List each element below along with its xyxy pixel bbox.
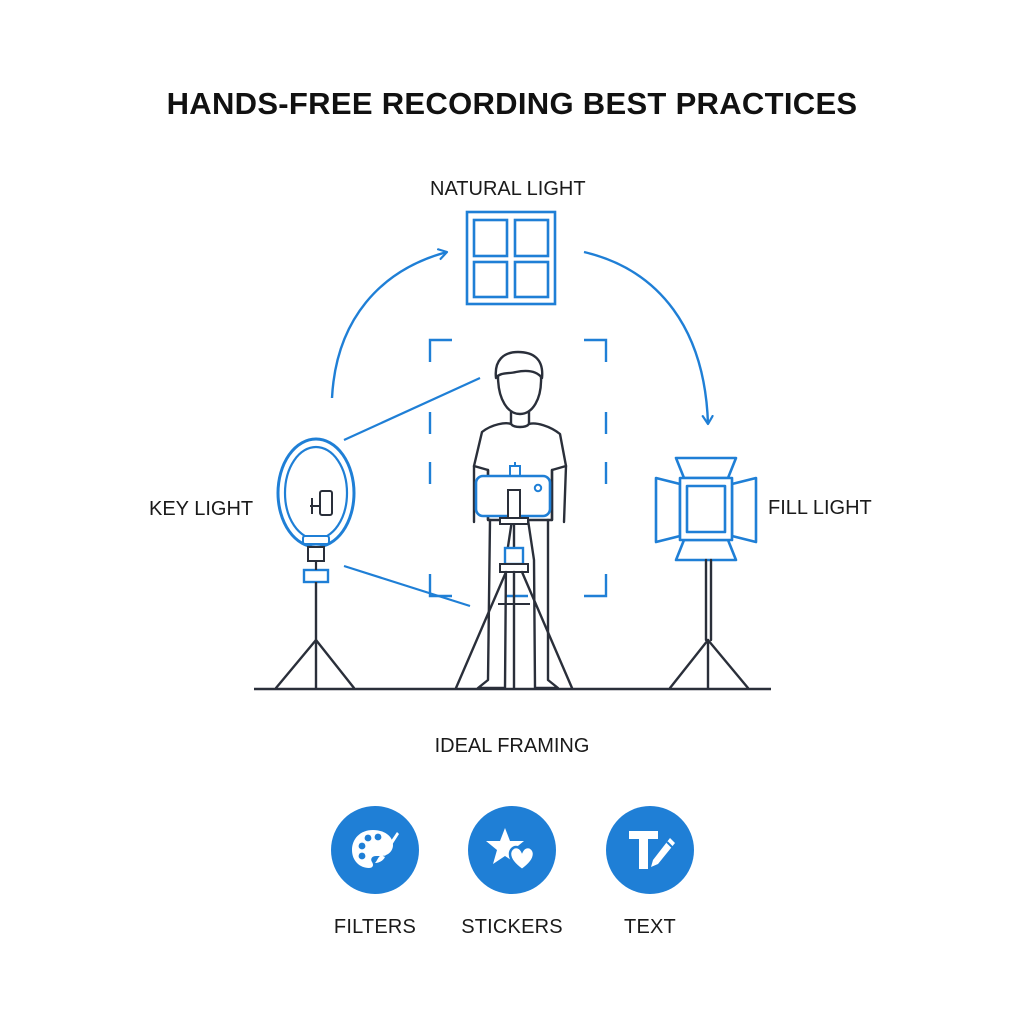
page-title: HANDS-FREE RECORDING BEST PRACTICES — [166, 86, 858, 121]
window-icon — [465, 210, 557, 306]
beam-upper — [343, 376, 481, 442]
stickers-label: STICKERS — [461, 916, 563, 938]
fill-light-stand — [668, 558, 750, 690]
beam-lower — [343, 564, 471, 608]
ideal-framing-label: IDEAL FRAMING — [434, 735, 590, 757]
phone-on-tripod — [454, 462, 574, 690]
text-label: TEXT — [624, 916, 676, 938]
arc-arrow-right — [583, 250, 708, 424]
framing-brackets — [428, 338, 608, 598]
filters-button[interactable]: FILTERS — [305, 806, 445, 939]
palette-brush-icon — [352, 830, 399, 868]
stickers-button[interactable]: STICKERS — [442, 806, 582, 939]
text-pencil-icon — [629, 831, 675, 869]
ring-light-icon — [274, 437, 356, 690]
arc-arrow-left — [330, 252, 447, 399]
fill-light-label: FILL LIGHT — [768, 497, 872, 519]
stickers-icon-circle — [468, 806, 556, 894]
text-icon-circle — [606, 806, 694, 894]
star-heart-icon — [486, 828, 536, 872]
filters-icon-circle — [331, 806, 419, 894]
key-light-label: KEY LIGHT — [149, 498, 254, 520]
text-button[interactable]: TEXT — [580, 806, 720, 939]
fill-light-icon — [654, 456, 758, 562]
filters-label: FILTERS — [333, 916, 417, 938]
natural-light-label: NATURAL LIGHT — [430, 178, 586, 200]
